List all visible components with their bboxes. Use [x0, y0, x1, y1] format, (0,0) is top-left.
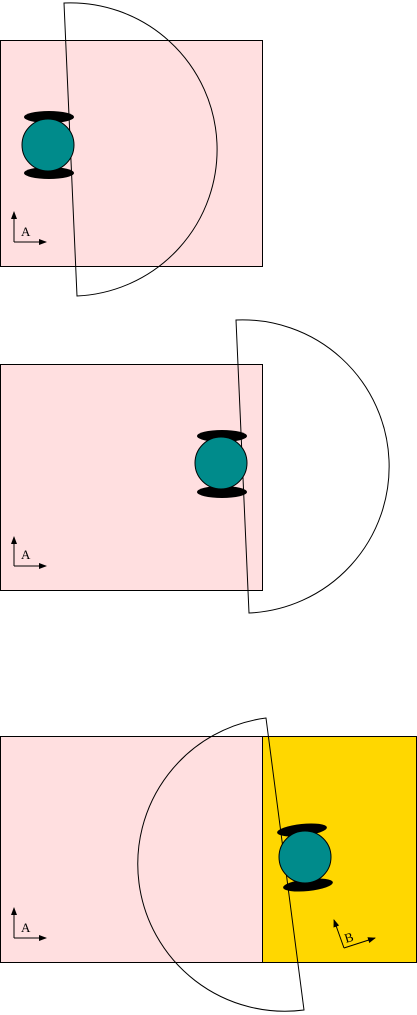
panel-3: A B: [0, 717, 417, 1012]
coordinate-frame-a: A: [11, 211, 47, 245]
frame-a-label: A: [21, 224, 31, 239]
coordinate-frame-a: A: [11, 907, 47, 941]
robot-wheel-top: [197, 430, 247, 442]
robot-body: [278, 830, 332, 884]
panel-1: A: [0, 2, 263, 297]
sensor-range-sector: [137, 717, 305, 1012]
robot-wheel-bottom: [197, 486, 247, 498]
robot-body: [194, 436, 248, 490]
sensor-range-sector: [235, 319, 390, 614]
robot-body: [21, 118, 75, 172]
frame-b-x-axis: [343, 937, 376, 949]
coordinate-frame-a: A: [11, 536, 47, 569]
frame-b-y-axis: [333, 919, 345, 949]
sensor-range-sector: [63, 2, 218, 297]
robot-wheel-bottom: [24, 167, 74, 179]
frame-a-label: A: [21, 920, 31, 935]
panel-2: A: [0, 319, 390, 614]
robot-wheel-top: [24, 111, 74, 123]
frame-a-label: A: [21, 547, 31, 562]
room-a: [0, 736, 263, 963]
